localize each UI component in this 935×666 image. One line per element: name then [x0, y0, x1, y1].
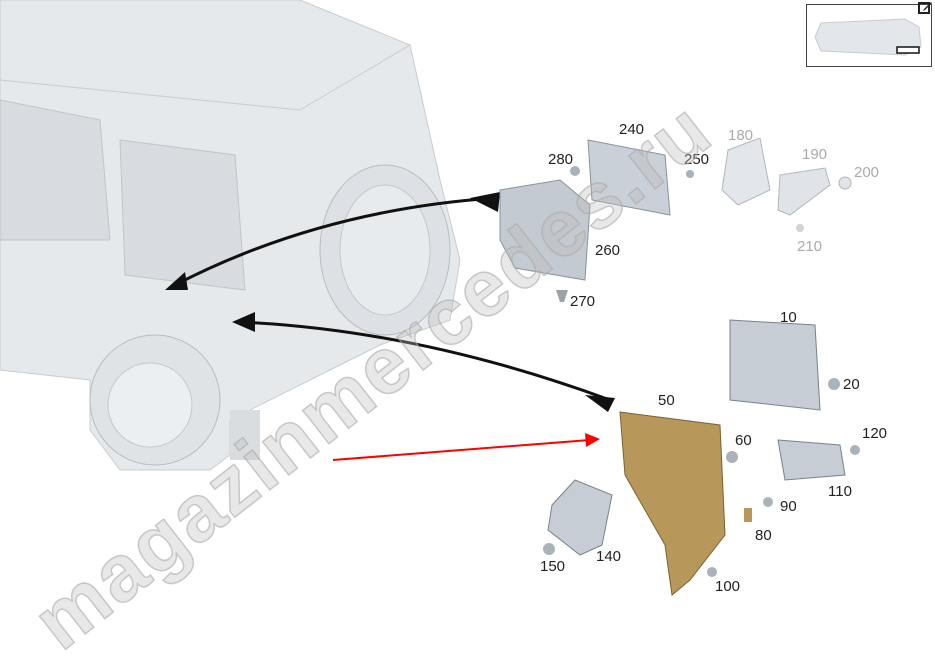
callout-150[interactable]: 150: [540, 558, 566, 575]
callout-260[interactable]: 260: [595, 242, 621, 259]
callout-80[interactable]: 80: [755, 527, 772, 544]
callout-140[interactable]: 140: [596, 548, 622, 565]
callout-50[interactable]: 50: [658, 392, 675, 409]
vehicle-thumbnail[interactable]: [806, 4, 932, 67]
callout-90[interactable]: 90: [780, 498, 797, 515]
callout-110[interactable]: 110: [828, 483, 852, 500]
callout-10[interactable]: 10: [780, 309, 797, 326]
parts-diagram: [0, 0, 860, 596]
callout-250[interactable]: 250: [684, 151, 710, 168]
callout-200[interactable]: 200: [854, 164, 880, 181]
callout-240[interactable]: 240: [619, 121, 645, 138]
vehicle-illustration: [0, 0, 461, 471]
vehicle-top-view-icon: [814, 18, 922, 56]
callout-20[interactable]: 20: [843, 376, 860, 393]
callout-210[interactable]: 210: [797, 238, 823, 255]
callout-120[interactable]: 120: [862, 425, 888, 442]
highlight-arrow: [332, 439, 591, 461]
callout-180[interactable]: 180: [728, 127, 754, 144]
edit-icon[interactable]: [918, 0, 933, 15]
callout-280[interactable]: 280: [548, 151, 574, 168]
callout-60[interactable]: 60: [735, 432, 752, 449]
callout-100[interactable]: 100: [715, 578, 741, 595]
callout-190[interactable]: 190: [802, 146, 828, 163]
callout-270[interactable]: 270: [570, 293, 596, 310]
